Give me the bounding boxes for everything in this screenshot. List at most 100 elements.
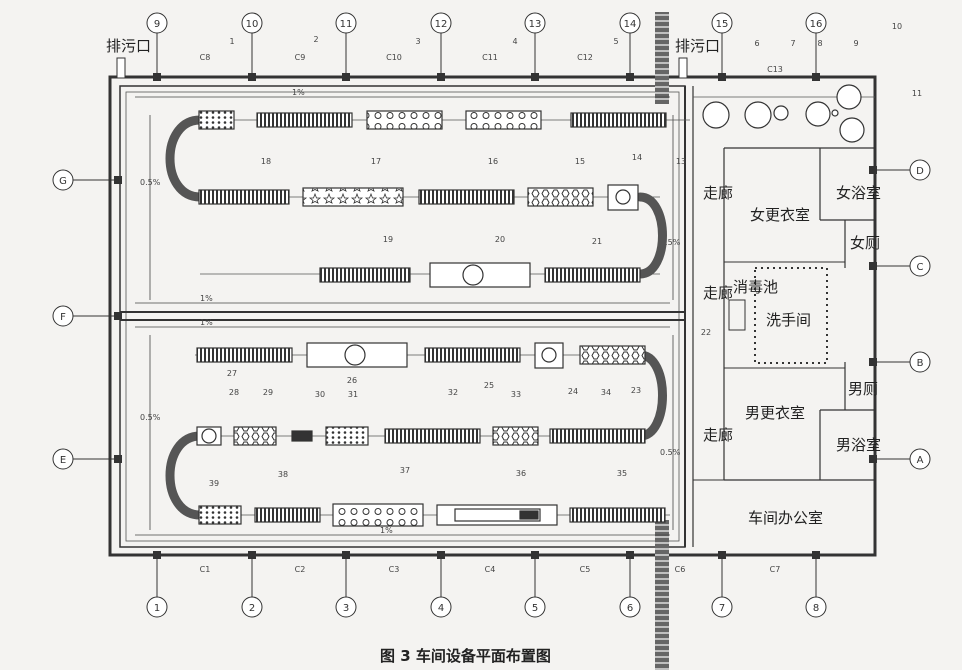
eq-30: 30 (315, 390, 325, 399)
axis-b: B (917, 358, 924, 369)
eq-29: 29 (263, 388, 273, 397)
eq-24: 24 (568, 387, 578, 396)
building-walls (108, 75, 877, 557)
axis-13: 13 (529, 19, 542, 30)
axis-6: 6 (627, 603, 633, 614)
col-c11: C11 (482, 53, 498, 62)
eq-4: 4 (512, 37, 517, 46)
axis-3: 3 (343, 603, 349, 614)
eq-25: 25 (484, 381, 494, 390)
slope-mid-a: 1% (200, 294, 213, 303)
eq-10: 10 (892, 22, 902, 31)
corridor-label-1: 走廊 (703, 184, 733, 202)
corridor-label-2: 走廊 (703, 284, 733, 302)
axis-1: 1 (154, 603, 160, 614)
eq-37: 37 (400, 466, 410, 475)
eq-32: 32 (448, 388, 458, 397)
col-c9: C9 (295, 53, 306, 62)
conveyors (165, 115, 667, 520)
axis-g: G (59, 176, 67, 187)
axis-4: 4 (438, 603, 444, 614)
eq-31: 31 (348, 390, 358, 399)
process-lines (195, 119, 690, 516)
eq-34: 34 (601, 388, 611, 397)
eq-19: 19 (383, 235, 393, 244)
eq-3: 3 (415, 37, 420, 46)
eq-17: 17 (371, 157, 381, 166)
bottom-axis-markers (146, 559, 827, 618)
men-wc-label: 男厕 (848, 380, 878, 398)
eq-18: 18 (261, 157, 271, 166)
col-c13: C13 (767, 65, 783, 74)
axis-16: 16 (810, 19, 823, 30)
eq-11: 11 (912, 89, 922, 98)
col-c3: C3 (389, 565, 400, 574)
eq-33: 33 (511, 390, 521, 399)
right-axis-markers (877, 159, 931, 470)
slope-lines (135, 96, 674, 536)
women-locker-label: 女更衣室 (750, 206, 810, 224)
equipment (196, 84, 865, 527)
slope-left-a: 0.5% (140, 178, 161, 187)
eq-27: 27 (227, 369, 237, 378)
men-bath-label: 男浴室 (836, 436, 881, 454)
axis-e: E (60, 455, 66, 466)
axis-7: 7 (719, 603, 725, 614)
col-c2: C2 (295, 565, 306, 574)
slope-right-b: 0.5% (660, 448, 681, 457)
eq-39: 39 (209, 479, 219, 488)
eq-1: 1 (229, 37, 234, 46)
axis-14: 14 (624, 19, 637, 30)
col-c12: C12 (577, 53, 593, 62)
eq-28: 28 (229, 388, 239, 397)
eq-13: 13 (676, 157, 686, 166)
eq-23: 23 (631, 386, 641, 395)
axis-5: 5 (532, 603, 538, 614)
axis-f: F (60, 312, 66, 323)
slope-left-b: 0.5% (140, 413, 161, 422)
eq-2: 2 (313, 35, 318, 44)
slope-top: 1% (292, 88, 305, 97)
col-c8: C8 (200, 53, 211, 62)
eq-26: 26 (347, 376, 357, 385)
eq-22: 22 (701, 328, 711, 337)
eq-6: 6 (754, 39, 759, 48)
washroom-label: 洗手间 (766, 311, 811, 329)
drain-label-left: 排污口 (106, 37, 151, 55)
figure-caption: 图 3 车间设备平面布置图 (380, 647, 551, 665)
eq-35: 35 (617, 469, 627, 478)
eq-5: 5 (613, 37, 618, 46)
columns (114, 73, 877, 559)
col-c1: C1 (200, 565, 211, 574)
eq-20: 20 (495, 235, 505, 244)
col-c6: C6 (675, 565, 686, 574)
eq-15: 15 (575, 157, 585, 166)
eq-21: 21 (592, 237, 602, 246)
axis-d: D (916, 166, 924, 177)
axis-c: C (917, 262, 924, 273)
axis-2: 2 (249, 603, 255, 614)
eq-9: 9 (853, 39, 858, 48)
slope-bottom: 1% (380, 526, 393, 535)
stair-bottom (655, 520, 669, 670)
axis-10: 10 (246, 19, 259, 30)
col-c7: C7 (770, 565, 781, 574)
axis-8: 8 (813, 603, 819, 614)
col-c5: C5 (580, 565, 591, 574)
axis-15: 15 (716, 19, 729, 30)
eq-7: 7 (790, 39, 795, 48)
eq-36: 36 (516, 469, 526, 478)
left-axis-markers (52, 169, 114, 470)
axis-11: 11 (340, 19, 353, 30)
slope-mid-b: 1% (200, 318, 213, 327)
col-c10: C10 (386, 53, 402, 62)
stair-top (655, 12, 669, 104)
axis-a: A (917, 455, 924, 466)
axis-9: 9 (154, 19, 160, 30)
drain-label-right: 排污口 (675, 37, 720, 55)
corridor-label-3: 走廊 (703, 426, 733, 444)
eq-8: 8 (817, 39, 822, 48)
slope-right-a: 0.5% (660, 238, 681, 247)
top-axis-markers (146, 12, 827, 73)
